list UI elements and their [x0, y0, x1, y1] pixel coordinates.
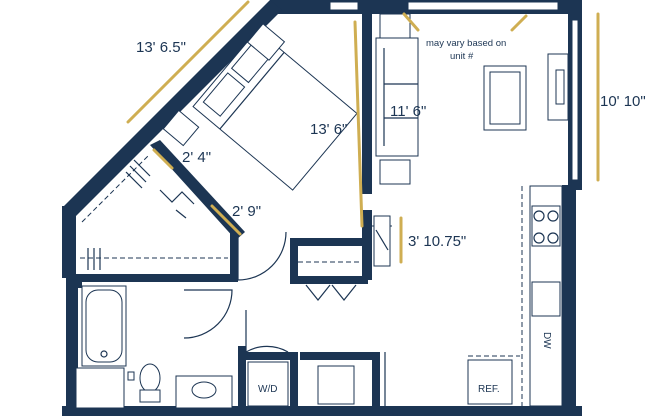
laundry: W/D: [247, 361, 355, 407]
doors: [183, 231, 438, 416]
sofa: [375, 37, 419, 157]
nightstand: [162, 109, 200, 147]
nightstand: [246, 23, 286, 61]
dim-living-length: 10' 10": [600, 93, 646, 110]
dimension-line-door: [210, 204, 242, 236]
sink: [531, 281, 561, 317]
dim-closet-depth: 2' 4": [182, 149, 211, 166]
dim-living-width: 11' 6": [390, 103, 426, 120]
dimension-lines: [126, 0, 600, 264]
refrigerator: [467, 359, 513, 405]
toilet: [139, 363, 161, 393]
kitchen: DW REF.: [467, 185, 563, 407]
dim-bedroom-length: 13' 6": [310, 121, 347, 138]
dimension-line-closet: [152, 148, 174, 170]
stove: [531, 205, 561, 247]
dim-diagonal-wall: 13' 6.5": [136, 39, 186, 56]
bedroom: [81, 23, 358, 270]
living-room: [372, 13, 569, 267]
side-table: [379, 159, 411, 185]
dishwasher-label: DW: [541, 332, 552, 349]
dimension-line-note: [402, 12, 420, 32]
windows: [329, 1, 579, 181]
dim-door-width: 2' 9": [232, 203, 261, 220]
washer-dryer: [247, 361, 289, 407]
washer-dryer-label: W/D: [258, 384, 277, 395]
refrigerator-label: REF.: [478, 384, 500, 395]
note-line-1: may vary based on: [426, 38, 506, 49]
variance-note: may vary based on unit #: [426, 38, 506, 62]
note-line-2: unit #: [450, 51, 474, 62]
dimension-line-note: [510, 14, 528, 32]
dimension-line-diagonal: [126, 0, 250, 124]
side-table: [379, 13, 411, 39]
bathroom: [75, 285, 233, 409]
pillow: [202, 72, 246, 117]
dimension-line-bedroom: [353, 20, 364, 228]
dimension-labels: 13' 6.5" 13' 6" 11' 6" 2' 4" 2' 9" 3' 10…: [136, 39, 646, 250]
storage-closet: [317, 365, 355, 405]
vanity-left: [75, 367, 125, 409]
dim-kitchen-nook: 3' 10.75": [408, 233, 466, 250]
